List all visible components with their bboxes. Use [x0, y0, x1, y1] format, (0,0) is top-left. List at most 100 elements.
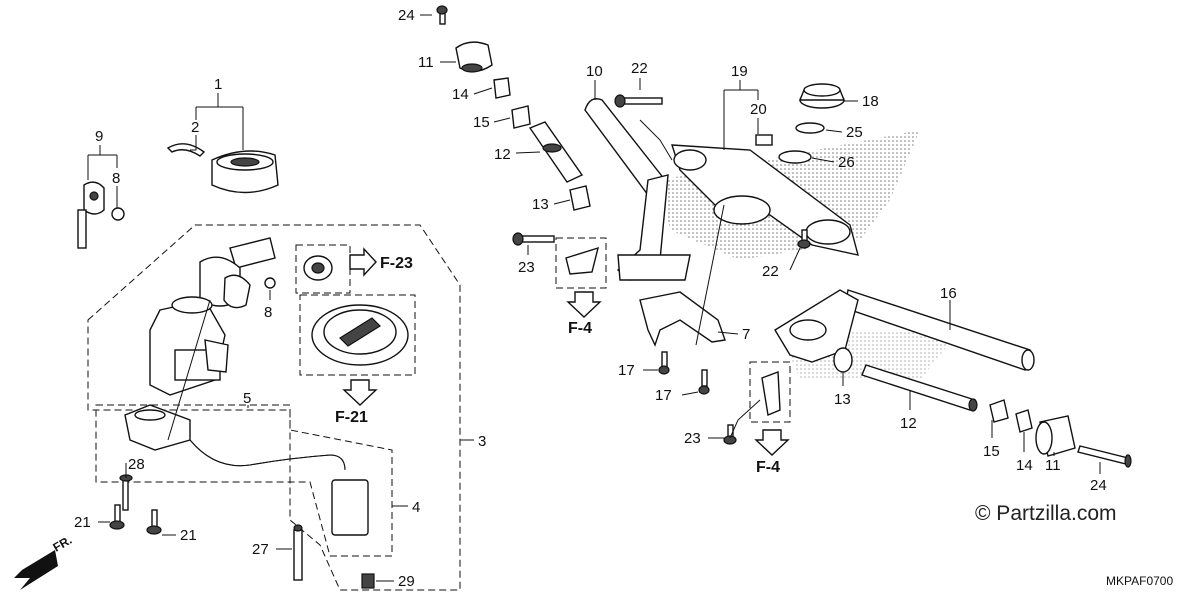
- seat-lock: [303, 255, 333, 281]
- label-22-lower: 22: [762, 263, 779, 280]
- rod-12-top: [528, 121, 584, 183]
- label-27: 27: [252, 541, 269, 558]
- label-23-left: 23: [518, 259, 535, 276]
- label-18: 18: [862, 93, 879, 110]
- arrow-right-f23: [349, 247, 377, 277]
- label-25: 25: [846, 124, 863, 141]
- clip-14-top: [493, 77, 511, 99]
- label-11-top: 11: [418, 54, 434, 71]
- ref-f23: F-23: [380, 255, 413, 272]
- washer-26: [778, 150, 812, 164]
- arrow-down-f21: [342, 379, 378, 406]
- box-f4-left: [555, 237, 607, 289]
- label-7: 7: [742, 326, 750, 343]
- plate-20: [755, 134, 773, 146]
- callout-labels: 24 11 14 15 12 13 10 22 19 20 18 25 26 1…: [74, 7, 1107, 590]
- label-15-right: 15: [983, 443, 1000, 460]
- bolt-23-right: [723, 424, 737, 445]
- box-f4-right: [749, 361, 791, 423]
- label-21a: 21: [74, 514, 91, 531]
- arrow-down-f4-right: [754, 429, 790, 456]
- screw-24-right: [1077, 445, 1132, 468]
- box-f21: [299, 294, 416, 376]
- bar-end-weight-right: [1035, 415, 1076, 457]
- bolt-17b: [698, 369, 710, 395]
- pin-27: [293, 524, 303, 581]
- label-9: 9: [95, 128, 103, 145]
- cable-guide-7: [639, 291, 726, 347]
- nut-15-right: [989, 399, 1009, 423]
- clip-14-right: [1015, 409, 1033, 433]
- left-handlebar: [584, 98, 691, 281]
- bolt-21a: [109, 504, 125, 530]
- key-part: [77, 181, 105, 249]
- bracket-right: [761, 371, 781, 416]
- boundary-part-4: [95, 404, 393, 557]
- top-bridge: [671, 144, 859, 256]
- washer-8b: [264, 277, 276, 289]
- bolt-22-top: [614, 94, 663, 108]
- lock-cover-part: [211, 150, 279, 194]
- nut-15-top: [511, 105, 531, 129]
- washer-8a: [111, 207, 125, 221]
- label-21b: 21: [180, 527, 197, 544]
- label-26: 26: [838, 154, 855, 171]
- locknut-25: [795, 122, 825, 134]
- bolt-21b: [146, 509, 162, 535]
- grommet-29: [361, 573, 375, 589]
- ignition-cylinder: [149, 237, 276, 396]
- label-24-top: 24: [398, 7, 415, 24]
- label-17b: 17: [655, 387, 672, 404]
- label-24-right: 24: [1090, 477, 1107, 494]
- label-13-right: 13: [834, 391, 851, 408]
- right-handlebar: [774, 289, 1035, 371]
- label-23-right: 23: [684, 430, 701, 447]
- label-14-top: 14: [452, 86, 469, 103]
- label-1: 1: [214, 76, 222, 93]
- stem-nut-18: [798, 83, 846, 109]
- bolt-17a: [658, 351, 670, 375]
- label-14-right: 14: [1016, 457, 1033, 474]
- label-8b: 8: [264, 304, 272, 321]
- label-5: 5: [243, 390, 251, 407]
- bar-end-weight-top: [455, 41, 493, 73]
- label-11-right: 11: [1045, 457, 1061, 474]
- label-19: 19: [731, 63, 748, 80]
- bracket-left: [565, 246, 599, 275]
- bolt-22-lower: [797, 229, 811, 249]
- label-10: 10: [586, 63, 603, 80]
- label-2: 2: [191, 119, 199, 136]
- label-12-top: 12: [494, 146, 511, 163]
- diagram-code: MKPAF0700: [1106, 574, 1173, 588]
- bolt-28: [119, 474, 133, 511]
- label-28: 28: [128, 456, 145, 473]
- label-12-right: 12: [900, 415, 917, 432]
- label-8a: 8: [112, 170, 120, 187]
- clip-part: [166, 143, 206, 157]
- fuel-cap: [311, 304, 409, 366]
- bolt-23-left: [512, 232, 555, 246]
- label-17a: 17: [618, 362, 635, 379]
- label-15-top: 15: [473, 114, 490, 131]
- ref-f21: F-21: [335, 409, 368, 426]
- rod-12-right: [861, 364, 978, 412]
- antenna-harness: [124, 404, 369, 536]
- label-13-top: 13: [532, 196, 549, 213]
- ref-f4-right: F-4: [756, 459, 780, 476]
- nut-13-right: [833, 347, 853, 373]
- label-29: 29: [398, 573, 415, 590]
- arrow-down-f4-left: [566, 291, 602, 318]
- label-4: 4: [412, 499, 420, 516]
- label-22-top: 22: [631, 60, 648, 77]
- watermark: © Partzilla.com: [975, 502, 1117, 525]
- label-16: 16: [940, 285, 957, 302]
- nut-13-top: [569, 185, 591, 211]
- ref-f4-left: F-4: [568, 320, 592, 337]
- bolt-24-top: [436, 5, 448, 25]
- leader-lines: [87, 14, 1101, 582]
- label-20: 20: [750, 101, 767, 118]
- label-3: 3: [478, 433, 486, 450]
- front-arrow: [14, 550, 58, 590]
